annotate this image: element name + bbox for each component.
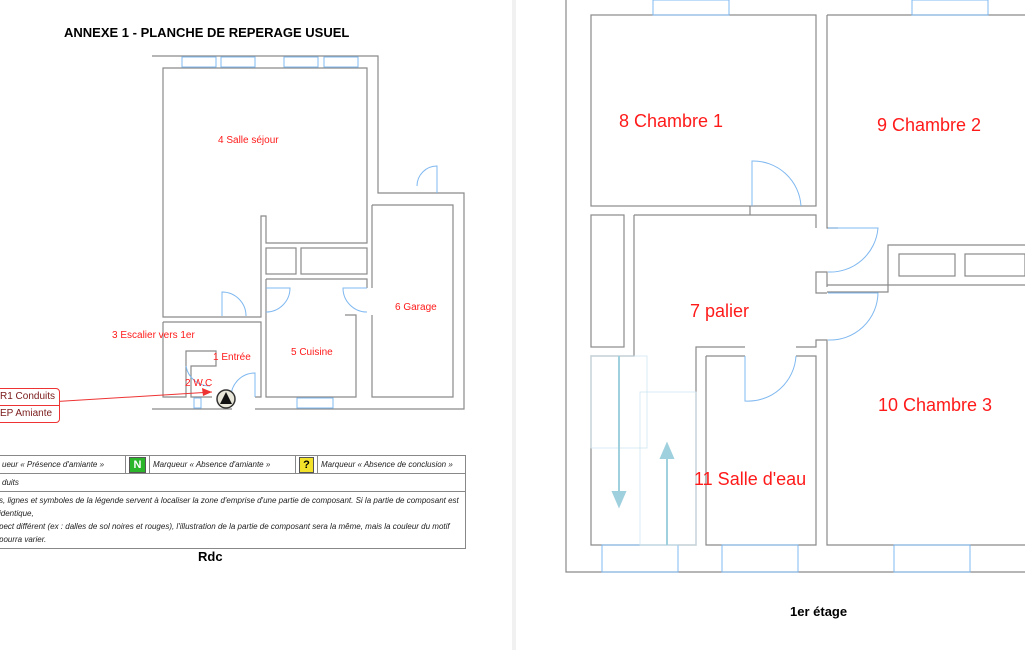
room-label: 1 Entrée xyxy=(213,352,251,363)
entree-wall xyxy=(162,321,262,398)
legend-presence: ueur « Présence d'amiante » xyxy=(0,456,126,473)
floor-caption: 1er étage xyxy=(790,604,848,619)
callout-line: R1 Conduits xyxy=(0,389,59,406)
room-label: 8 Chambre 1 xyxy=(619,111,723,131)
room-label: 10 Chambre 3 xyxy=(878,395,992,415)
cupboard xyxy=(265,247,297,275)
absence-badge-icon: N xyxy=(129,456,146,473)
no-conclusion-badge-icon: ? xyxy=(299,456,314,473)
legend-absence: Marqueur « Absence d'amiante » xyxy=(150,456,296,473)
arrow-head xyxy=(202,388,212,396)
room-label: 3 Escalier vers 1er xyxy=(112,330,195,341)
ground-floor-plan: 4 Salle séjour 3 Escalier vers 1er 1 Ent… xyxy=(0,55,465,410)
floor-caption: Rdc xyxy=(198,549,223,564)
room-label: 11 Salle d'eau xyxy=(694,469,806,489)
legend-note: pect différent (ex : dalles de sol noire… xyxy=(0,522,450,544)
room-label: 5 Cuisine xyxy=(291,347,333,358)
page-title: ANNEXE 1 - PLANCHE DE REPERAGE USUEL xyxy=(64,25,350,40)
callout-line: EP Amiante xyxy=(0,408,53,419)
sejour-wall xyxy=(162,67,368,318)
room-label: 2 W.C xyxy=(185,378,212,389)
marker-icon xyxy=(216,389,236,409)
cupboard xyxy=(300,247,368,275)
room-label: 7 palier xyxy=(690,301,749,321)
legend-note: s, lignes et symboles de la légende serv… xyxy=(0,496,459,518)
legend-table: ueur « Présence d'amiante » N Marqueur «… xyxy=(0,455,466,549)
outer-wall xyxy=(152,55,465,410)
garage-wall xyxy=(371,204,454,398)
room-label: 6 Garage xyxy=(395,302,437,313)
legend-row: duits xyxy=(2,478,19,487)
right-page: 8 Chambre 1 9 Chambre 2 7 palier 10 Cham… xyxy=(516,0,1025,650)
legend-no-conclusion: Marqueur « Absence de conclusion » xyxy=(321,460,453,469)
room-label: 4 Salle séjour xyxy=(218,135,279,146)
cuisine-wall xyxy=(265,278,368,398)
left-page: ANNEXE 1 - PLANCHE DE REPERAGE USUEL 4 xyxy=(0,0,512,650)
room-label: 9 Chambre 2 xyxy=(877,115,981,135)
callout-box: R1 Conduits EP Amiante xyxy=(0,388,60,423)
